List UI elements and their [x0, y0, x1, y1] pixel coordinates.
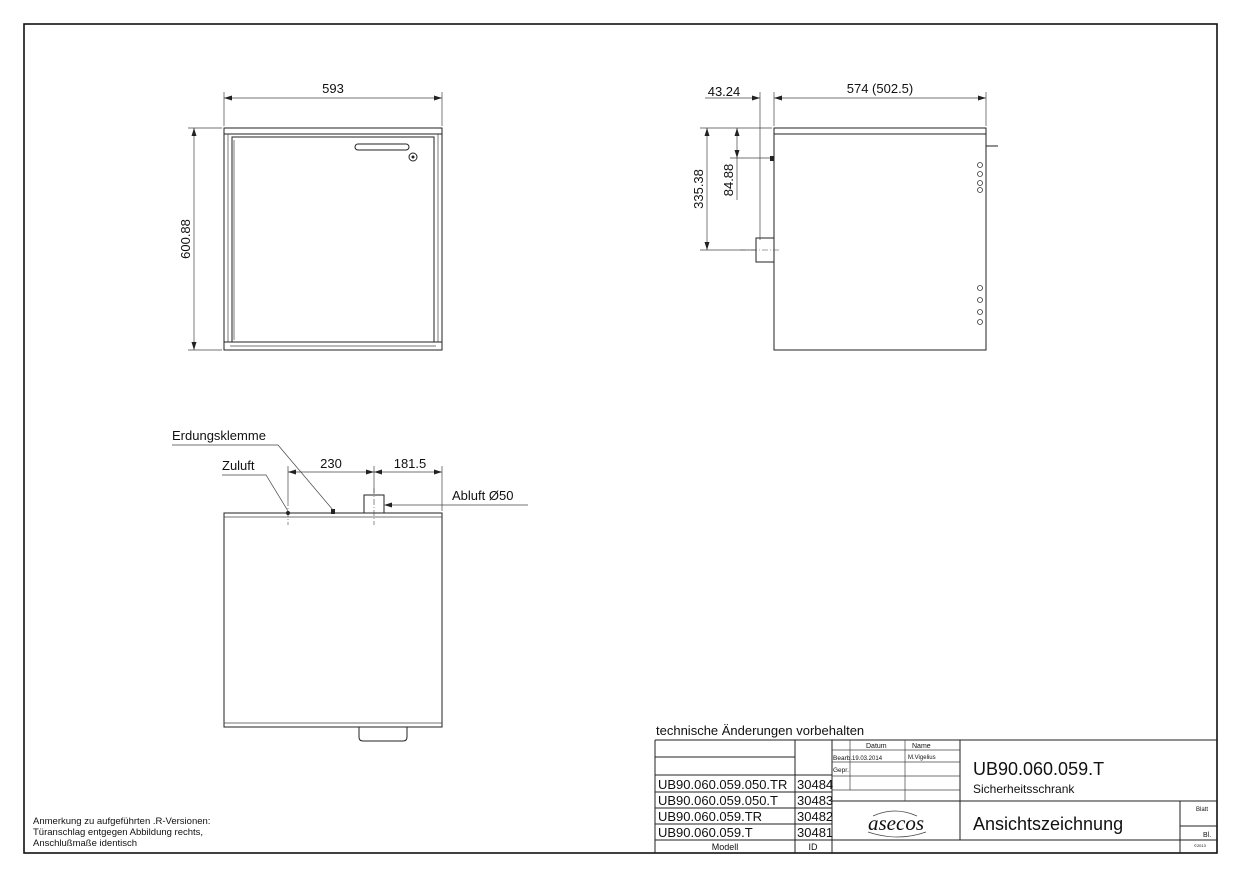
sheet-value: Bl.	[1203, 832, 1211, 839]
svg-text:UB90.060.059.050.T: UB90.060.059.050.T	[658, 793, 778, 808]
door-handle	[354, 143, 410, 151]
side-view: 43.24 574 (502.5) 335.38 84.88	[691, 81, 998, 351]
svg-text:Modell: Modell	[712, 842, 739, 852]
svg-text:Datum: Datum	[866, 743, 887, 750]
supply-air-label: Zuluft	[222, 458, 255, 473]
drawing-type: Ansichtszeichnung	[973, 814, 1123, 834]
product-name: Sicherheitsschrank	[973, 782, 1075, 796]
svg-text:30482: 30482	[797, 809, 833, 824]
front-height-dimension: 600.88	[178, 219, 193, 259]
exhaust-air-label: Abluft Ø50	[452, 488, 513, 503]
svg-text:UB90.060.059.050.TR: UB90.060.059.050.TR	[658, 777, 787, 792]
svg-text:©2013: ©2013	[1194, 843, 1207, 848]
handle	[358, 727, 408, 742]
svg-text:Bearb.: Bearb.	[833, 755, 852, 762]
svg-text:30483: 30483	[797, 793, 833, 808]
grounding-label: Erdungsklemme	[172, 428, 266, 443]
svg-text:Türanschlag entgegen Abbildung: Türanschlag entgegen Abbildung rechts,	[33, 827, 203, 838]
svg-text:30481: 30481	[797, 825, 833, 840]
front-width-dimension: 593	[322, 81, 344, 96]
note: Anmerkung zu aufgeführten .R-Versionen: …	[33, 816, 210, 849]
side-offset-dimension: 43.24	[708, 84, 741, 99]
svg-text:Gepr.: Gepr.	[833, 767, 849, 774]
disclaimer: technische Änderungen vorbehalten	[656, 723, 864, 738]
front-view: 593 600.88	[178, 81, 443, 351]
drawn-by: M.Vigelius	[908, 755, 936, 761]
svg-text:Anmerkung zu aufgeführten .R-V: Anmerkung zu aufgeführten .R-Versionen:	[33, 816, 210, 827]
svg-text:Blatt: Blatt	[1196, 807, 1208, 813]
svg-text:asecos: asecos	[868, 811, 924, 835]
svg-text:Anschlußmaße identisch: Anschlußmaße identisch	[33, 838, 137, 849]
drawn-date: 19.03.2014	[852, 756, 883, 762]
lock	[408, 152, 418, 162]
title-block: technische Änderungen vorbehalten Datum …	[654, 723, 1217, 853]
side-small-dimension: 84.88	[721, 164, 736, 197]
side-height-dimension: 335.38	[691, 169, 706, 209]
svg-text:ID: ID	[809, 842, 819, 852]
asecos-logo: asecos	[867, 810, 927, 838]
top-dimension-a: 230	[320, 456, 342, 471]
top-view: 230 181.5 Erdungsklemme Zuluft Abluft Ø5…	[172, 428, 528, 742]
svg-text:UB90.060.059.TR: UB90.060.059.TR	[658, 809, 762, 824]
svg-text:Name: Name	[912, 743, 931, 750]
side-depth-dimension: 574 (502.5)	[847, 81, 914, 96]
svg-text:30484: 30484	[797, 777, 833, 792]
svg-text:UB90.060.059.T: UB90.060.059.T	[658, 825, 753, 840]
drawing-number: UB90.060.059.T	[973, 759, 1104, 779]
top-dimension-b: 181.5	[394, 456, 427, 471]
drawing-frame	[23, 23, 1218, 854]
cabinet-door	[231, 136, 435, 343]
